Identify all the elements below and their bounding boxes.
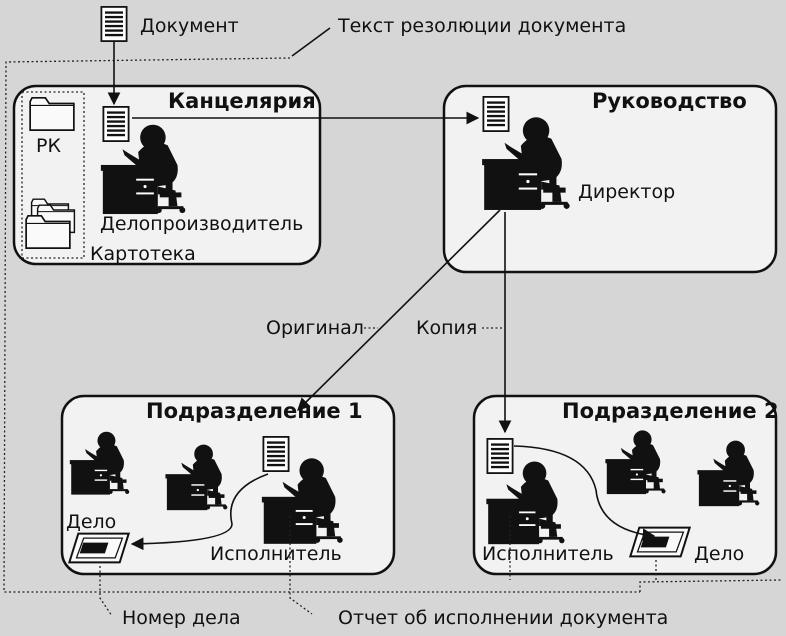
document-icon [482,96,510,132]
document-icon [100,6,128,42]
case-tray-icon [629,526,691,558]
case-number-pointer-1 [99,566,113,617]
clerk-label: Делопроизводитель [100,213,303,235]
report-pointer-1 [289,516,313,615]
folder-icon [25,214,71,249]
director-label: Директор [578,181,675,203]
executor2-to-case-arrow [513,445,656,542]
copy-label: Копия [416,317,477,339]
original-label: Оригинал [266,317,364,339]
rk-label: РК [36,135,61,157]
executor1-label: Исполнитель [210,543,342,565]
outer-boundary-right [639,579,783,592]
document-label: Документ [140,15,239,37]
outer-boundary [3,57,640,593]
executor2-label: Исполнитель [482,543,614,565]
case-number-label: Номер дела [122,607,241,629]
original-arrow [297,209,501,411]
management-title: Руководство [592,89,747,113]
case-tray-icon [68,532,130,564]
case1-label: Дело [66,511,116,533]
report-label: Отчет об исполнении документа [338,607,668,629]
chancellery-title: Канцелярия [168,89,316,113]
card-index-label: Картотека [90,243,196,265]
case2-label: Дело [694,543,744,565]
document-icon [486,438,514,474]
resolution-text-label: Текст резолюции документа [337,15,626,37]
division2-title: Подразделение 2 [562,399,779,423]
executor1-to-case-arrow [130,473,269,551]
document-icon [262,436,290,472]
folder-icon [29,96,75,131]
division1-title: Подразделение 1 [146,399,363,423]
card-index-frame [21,91,85,259]
document-icon [102,106,130,142]
resolution-pointer [291,27,331,57]
